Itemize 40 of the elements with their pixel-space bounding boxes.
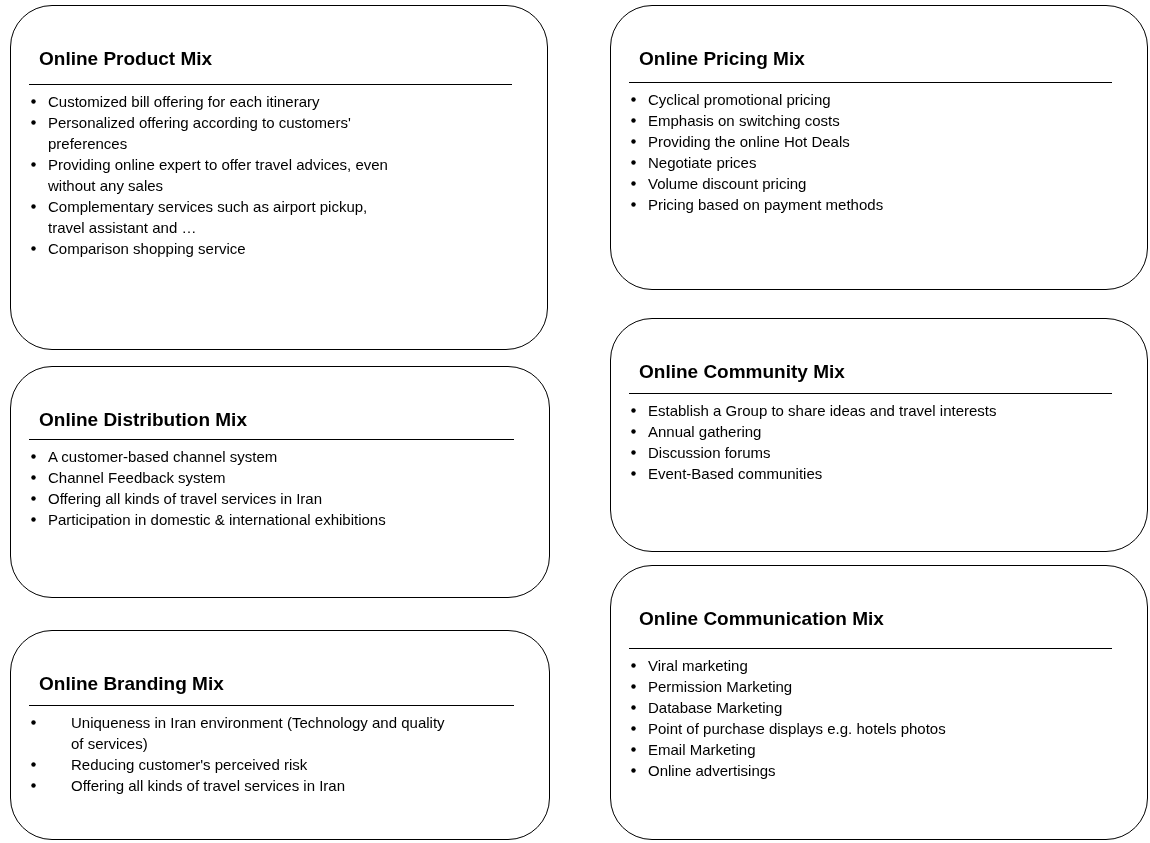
bullet-item: Offering all kinds of travel services in Iran bbox=[48, 489, 323, 509]
bullet-item: Providing online expert to offer travel advices, even without any sales bbox=[48, 155, 389, 196]
rounded-box bbox=[10, 5, 548, 350]
rounded-box bbox=[610, 565, 1148, 840]
bullet-item: Annual gathering bbox=[648, 422, 763, 442]
bullet-item: Personalized offering according to customers' preferences bbox=[48, 113, 352, 154]
bullet-item: Email Marketing bbox=[648, 740, 757, 760]
bullet-item: Comparison shopping service bbox=[48, 239, 247, 259]
bullet-item: Cyclical promotional pricing bbox=[648, 90, 832, 110]
box-heading: Online Community Mix bbox=[639, 361, 845, 383]
bullet-item: Providing the online Hot Deals bbox=[648, 132, 851, 152]
bullet-item: Permission Marketing bbox=[648, 677, 794, 697]
box-heading: Online Communication Mix bbox=[639, 608, 884, 630]
bullet-item: Volume discount pricing bbox=[648, 174, 808, 194]
bullet-item: Point of purchase displays e.g. hotels photos bbox=[648, 719, 947, 739]
bullet-item: Channel Feedback system bbox=[48, 468, 227, 488]
bullet-item: Establish a Group to share ideas and travel interests bbox=[648, 401, 998, 421]
bullet-item: Reducing customer's perceived risk bbox=[71, 755, 309, 775]
rounded-box bbox=[10, 366, 550, 598]
box-heading: Online Branding Mix bbox=[39, 673, 224, 695]
bullet-item: Pricing based on payment methods bbox=[648, 195, 885, 215]
bullet-item: Online advertisings bbox=[648, 761, 777, 781]
bullet-item: Offering all kinds of travel services in Iran bbox=[71, 776, 346, 796]
bullet-item: Event-Based communities bbox=[648, 464, 824, 484]
bullet-item: Discussion forums bbox=[648, 443, 772, 463]
rounded-box bbox=[610, 5, 1148, 290]
bullet-item: Emphasis on switching costs bbox=[648, 111, 841, 131]
box-heading: Online Product Mix bbox=[39, 48, 213, 70]
bullet-item: Participation in domestic & international exhibitions bbox=[48, 510, 387, 530]
box-heading: Online Distribution Mix bbox=[39, 409, 247, 431]
rounded-box bbox=[610, 318, 1148, 552]
box-heading: Online Pricing Mix bbox=[639, 48, 805, 70]
bullet-item: Customized bill offering for each itinerary bbox=[48, 92, 321, 112]
bullet-item: A customer-based channel system bbox=[48, 447, 279, 467]
bullet-item: Database Marketing bbox=[648, 698, 784, 718]
bullet-item: Uniqueness in Iran environment (Technology and quality of services) bbox=[71, 713, 446, 754]
bullet-item: Complementary services such as airport pickup, travel assistant and … bbox=[48, 197, 369, 238]
rounded-box bbox=[10, 630, 550, 840]
bullet-item: Negotiate prices bbox=[648, 153, 758, 173]
bullet-item: Viral marketing bbox=[648, 656, 749, 676]
